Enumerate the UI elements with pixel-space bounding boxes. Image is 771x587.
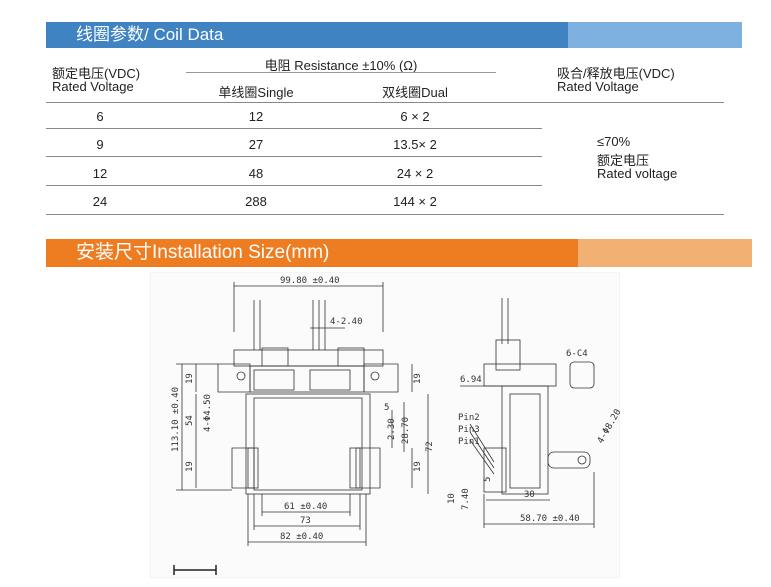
- contact-stack: [349, 447, 361, 489]
- row-single: 12: [248, 109, 264, 124]
- dim-right-top: 19: [413, 373, 423, 384]
- row-dual: 6 × 2: [400, 109, 430, 124]
- installation-drawing: 99.80 ±0.40 4-2.40 113.10 ±0.40 4-Φ4.50 …: [150, 272, 620, 578]
- leader-line: [469, 423, 495, 463]
- dim-side-694: 6.94: [460, 375, 482, 385]
- dim-right-bottom: 19: [413, 461, 423, 472]
- installation-banner-fade: [578, 239, 752, 267]
- dim-flange-bottom: 19: [185, 461, 195, 472]
- resistance-header: 电阻 Resistance ±10% (Ω): [264, 58, 418, 73]
- pickup-note-cn: 额定电压: [597, 153, 650, 168]
- installation-size-title: 安装尺寸Installation Size(mm): [76, 242, 330, 263]
- row-voltage: 9: [96, 137, 104, 152]
- dim-bottom-73: 73: [300, 516, 311, 526]
- dim-bottom-61: 61 ±0.40: [284, 502, 327, 512]
- dim-side-30: 30: [524, 490, 535, 500]
- row-voltage: 12: [92, 166, 108, 181]
- dim-side-5: 5: [483, 477, 493, 482]
- side-hole: [577, 455, 587, 465]
- mount-hole: [236, 371, 246, 381]
- coil-top: [309, 369, 351, 391]
- row-single: 27: [248, 137, 264, 152]
- dual-coil-header: 双线圈Dual: [382, 85, 448, 100]
- dim-pin-spacing: 4-2.40: [330, 317, 363, 327]
- coil-data-title: 线圈参数/ Coil Data: [76, 25, 224, 44]
- row-single: 288: [245, 194, 267, 209]
- pickup-note-en: Rated voltage: [597, 166, 678, 181]
- coil-top: [253, 369, 295, 391]
- dim-bottom-82: 82 ±0.40: [280, 532, 323, 542]
- row-divider: [46, 185, 542, 186]
- row-dual: 13.5× 2: [393, 137, 437, 152]
- relay-body-inner: [253, 397, 363, 491]
- dim-small-a: 5: [384, 403, 389, 413]
- side-lug: [569, 361, 595, 389]
- installation-banner-main: [46, 239, 578, 267]
- dim-side-thread: 6-C4: [566, 349, 588, 359]
- label-pin3: Pin3: [458, 425, 480, 435]
- coil-data-banner: 线圈参数/ Coil Data: [46, 22, 742, 48]
- rated-voltage-header-cn: 额定电压(VDC): [52, 66, 141, 81]
- label-pin2: Pin2: [458, 413, 480, 423]
- side-body-inner: [509, 393, 541, 489]
- side-view: [460, 298, 595, 528]
- resistance-header-underline: [186, 72, 496, 73]
- contact-stack: [247, 447, 259, 489]
- row-voltage: 6: [96, 109, 104, 124]
- drawing-background: [150, 272, 620, 578]
- dim-flange-top: 19: [185, 373, 195, 384]
- relay-body: [245, 393, 371, 495]
- side-lower-left: [483, 447, 507, 493]
- row-dual: 24 × 2: [396, 166, 434, 181]
- flange-left-top: [217, 363, 251, 393]
- dim-center: 54: [185, 415, 195, 426]
- row-divider: [46, 156, 542, 157]
- rated-voltage-header-en: Rated Voltage: [52, 79, 134, 94]
- flange-right-top: [363, 363, 399, 393]
- side-lug-bottom: [547, 451, 591, 469]
- pickup-value: ≤70%: [597, 134, 631, 149]
- dim-small-b: 2.30: [387, 418, 397, 440]
- dim-2870: 28.70: [401, 417, 411, 444]
- dim-72: 72: [425, 441, 435, 452]
- front-view: [176, 282, 429, 546]
- table-bottom-rule: [46, 214, 724, 215]
- row-voltage: 24: [92, 194, 108, 209]
- dim-top-width: 99.80 ±0.40: [280, 276, 340, 286]
- dim-left-height: 113.10 ±0.40: [171, 387, 181, 452]
- table-top-rule: [46, 102, 724, 103]
- mount-hole: [370, 371, 380, 381]
- row-single: 48: [248, 166, 264, 181]
- dim-side-740: 7.40: [461, 488, 471, 510]
- label-pin1: Pin1: [458, 437, 480, 447]
- side-body: [501, 385, 549, 495]
- row-divider: [46, 128, 542, 129]
- pickup-voltage-header-en: Rated Voltage: [557, 79, 639, 94]
- pickup-voltage-header-cn: 吸合/释放电压(VDC): [557, 66, 675, 81]
- dim-mount-hole: 4-Φ4.50: [203, 394, 213, 432]
- leader-line: [469, 431, 495, 469]
- row-dual: 144 × 2: [393, 194, 437, 209]
- leader-line: [469, 439, 495, 475]
- dim-side-5870: 58.70 ±0.40: [520, 514, 580, 524]
- single-coil-header: 单线圈Single: [218, 85, 294, 100]
- dim-side-10: 10: [447, 493, 457, 504]
- flange-right-bottom: [355, 447, 381, 489]
- installation-size-banner: 安装尺寸Installation Size(mm): [46, 239, 752, 267]
- coil-data-banner-fade: [568, 22, 742, 48]
- side-terminal-block: [495, 339, 521, 371]
- scale-mark: [173, 565, 217, 575]
- coil-data-banner-main: [46, 22, 568, 48]
